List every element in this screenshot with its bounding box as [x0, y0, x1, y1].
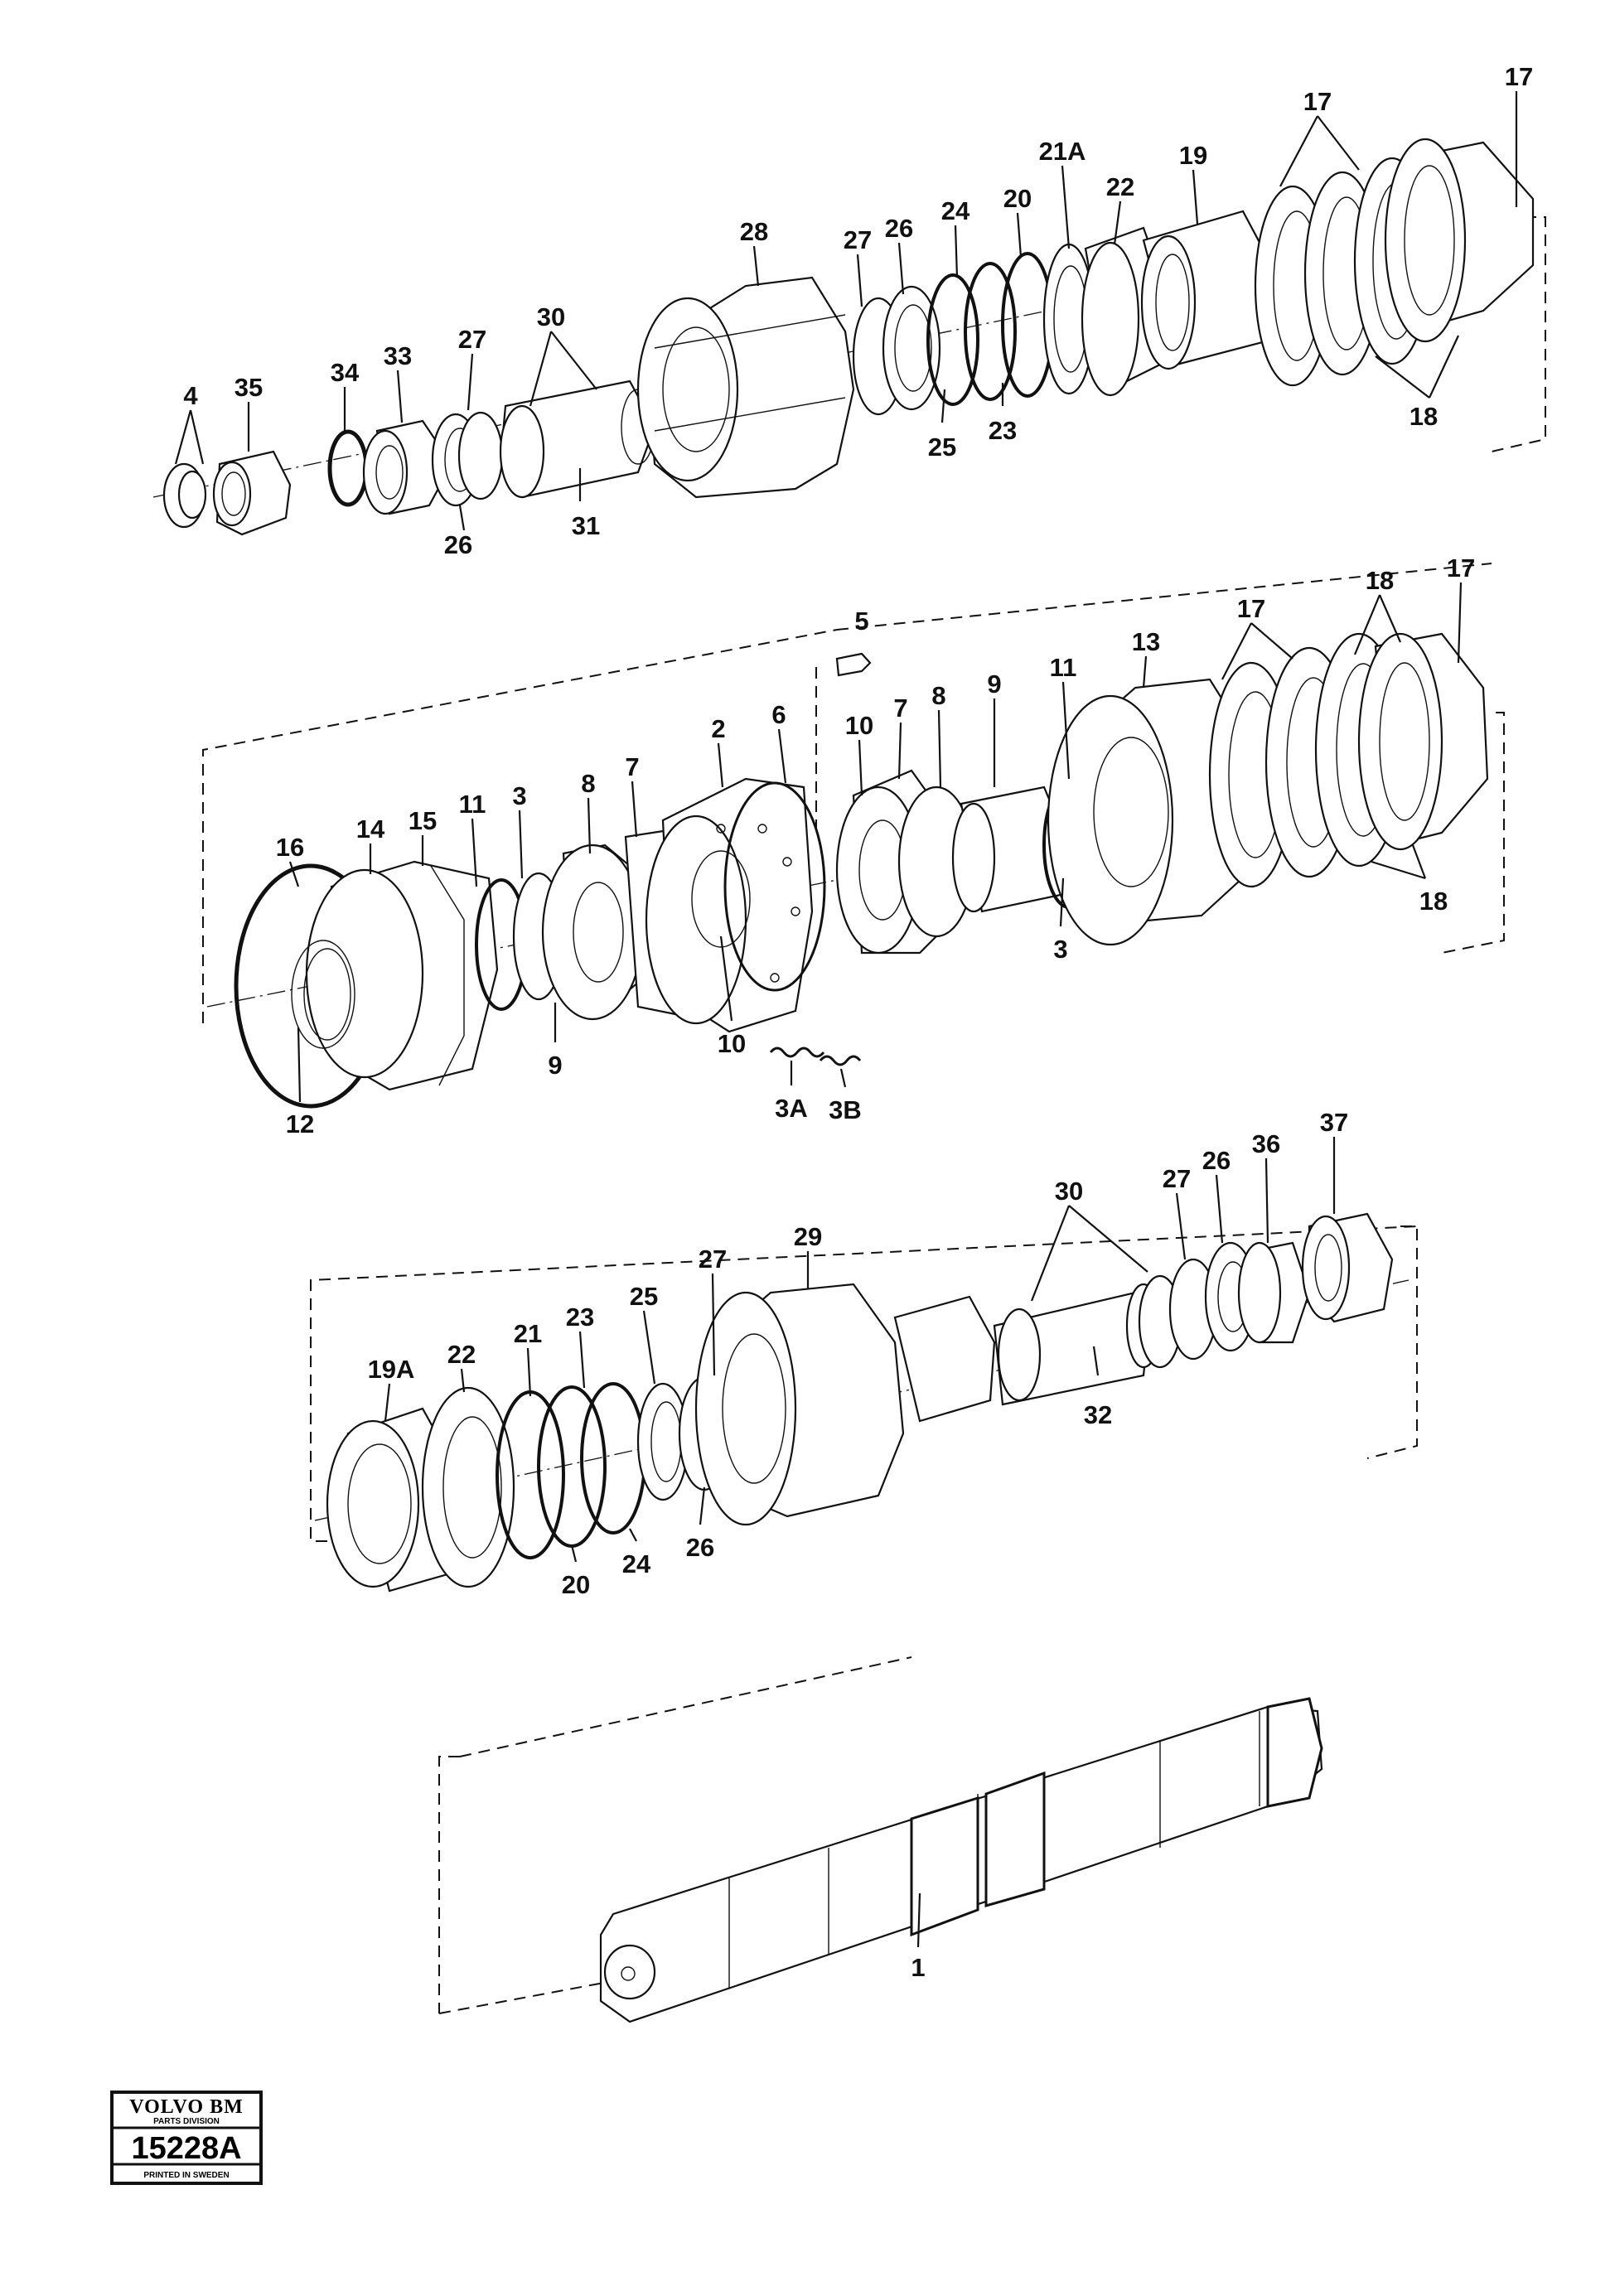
group-4-callouts: 1: [911, 1892, 926, 1982]
group-4-parts: [438, 1656, 1323, 2023]
callout-33: 33: [384, 341, 412, 370]
callout-17d: 17: [1447, 553, 1475, 582]
logo-division: PARTS DIVISION: [153, 2117, 220, 2126]
callout-35: 35: [235, 373, 263, 402]
callout-18c: 18: [1419, 887, 1448, 916]
callout-4: 4: [183, 381, 198, 410]
callout-20a: 20: [1003, 184, 1032, 213]
callout-19: 19: [1179, 141, 1207, 170]
callout-7b: 7: [893, 694, 907, 723]
group-2-parts: [202, 563, 1505, 1109]
callout-30a: 30: [537, 302, 565, 331]
callout-26b: 26: [885, 214, 913, 243]
callout-15: 15: [409, 806, 437, 835]
callout-3B: 3B: [829, 1095, 862, 1124]
callout-17c: 17: [1237, 594, 1265, 623]
callout-26c: 26: [1202, 1146, 1231, 1175]
callout-17b: 17: [1505, 62, 1533, 91]
callout-27b: 27: [844, 225, 872, 254]
callout-12: 12: [286, 1109, 314, 1138]
callout-11a: 11: [459, 790, 486, 819]
callout-8a: 8: [581, 769, 595, 798]
group-2-callouts: 5 16 14 15 11 3 8 7 2 6 10 7 8 9 11 13 1…: [276, 553, 1475, 1138]
group-3-parts: [310, 1212, 1418, 1593]
logo-brand: VOLVO BM: [129, 2096, 244, 2118]
callout-26a: 26: [444, 530, 472, 559]
callout-21: 21: [514, 1319, 542, 1348]
callout-27c: 27: [1163, 1164, 1191, 1193]
callout-18a: 18: [1409, 402, 1438, 431]
callout-26d: 26: [686, 1533, 714, 1562]
callout-14: 14: [356, 814, 385, 843]
callout-27d: 27: [699, 1245, 727, 1274]
callout-34: 34: [331, 358, 360, 387]
group-1-callouts: 4 35 34 33 27 30 31 26 28 27 26 24 25 23…: [174, 62, 1533, 559]
callout-16: 16: [276, 833, 304, 862]
callout-8b: 8: [931, 681, 945, 710]
callout-28: 28: [740, 217, 768, 246]
volvo-bm-logo: VOLVO BM PARTS DIVISION 15228A PRINTED I…: [110, 2091, 263, 2185]
callout-18b: 18: [1366, 566, 1394, 595]
callout-30b: 30: [1055, 1177, 1083, 1206]
callout-17a: 17: [1303, 87, 1332, 116]
callout-31: 31: [572, 511, 600, 540]
callout-23b: 23: [566, 1303, 594, 1332]
callout-9b: 9: [548, 1051, 562, 1080]
callout-10a: 10: [845, 711, 873, 740]
callout-1: 1: [911, 1953, 925, 1982]
callout-6: 6: [771, 700, 786, 729]
callout-36: 36: [1252, 1129, 1280, 1158]
callout-27a: 27: [458, 325, 486, 354]
callout-9a: 9: [987, 669, 1001, 698]
callout-7a: 7: [625, 752, 639, 781]
callout-19A: 19A: [368, 1355, 415, 1384]
callout-11b: 11: [1050, 653, 1077, 682]
callout-37: 37: [1320, 1108, 1348, 1137]
callout-29: 29: [794, 1222, 822, 1251]
callout-25a: 25: [928, 433, 956, 462]
callout-21a: 21A: [1039, 137, 1086, 166]
group-1-parts: [152, 138, 1546, 536]
callout-13: 13: [1132, 627, 1160, 656]
callout-3a: 3: [512, 781, 526, 810]
callout-23a: 23: [989, 416, 1017, 445]
callout-2: 2: [711, 714, 725, 743]
callout-22a: 22: [1106, 172, 1134, 201]
callout-3b: 3: [1053, 935, 1067, 964]
logo-number: 15228A: [131, 2131, 241, 2166]
callout-5: 5: [854, 607, 868, 636]
callout-3A: 3A: [775, 1094, 808, 1123]
callout-20b: 20: [562, 1570, 590, 1599]
callout-32: 32: [1084, 1400, 1112, 1429]
callout-10b: 10: [718, 1029, 746, 1058]
logo-footer: PRINTED IN SWEDEN: [143, 2171, 229, 2180]
callout-22b: 22: [447, 1340, 476, 1369]
group-3-callouts: 30 27 26 36 37 29 27 25 23 21 22 19A 20 …: [368, 1108, 1349, 1599]
callout-24a: 24: [941, 196, 970, 225]
callout-25b: 25: [630, 1282, 658, 1311]
callout-24b: 24: [622, 1549, 651, 1578]
